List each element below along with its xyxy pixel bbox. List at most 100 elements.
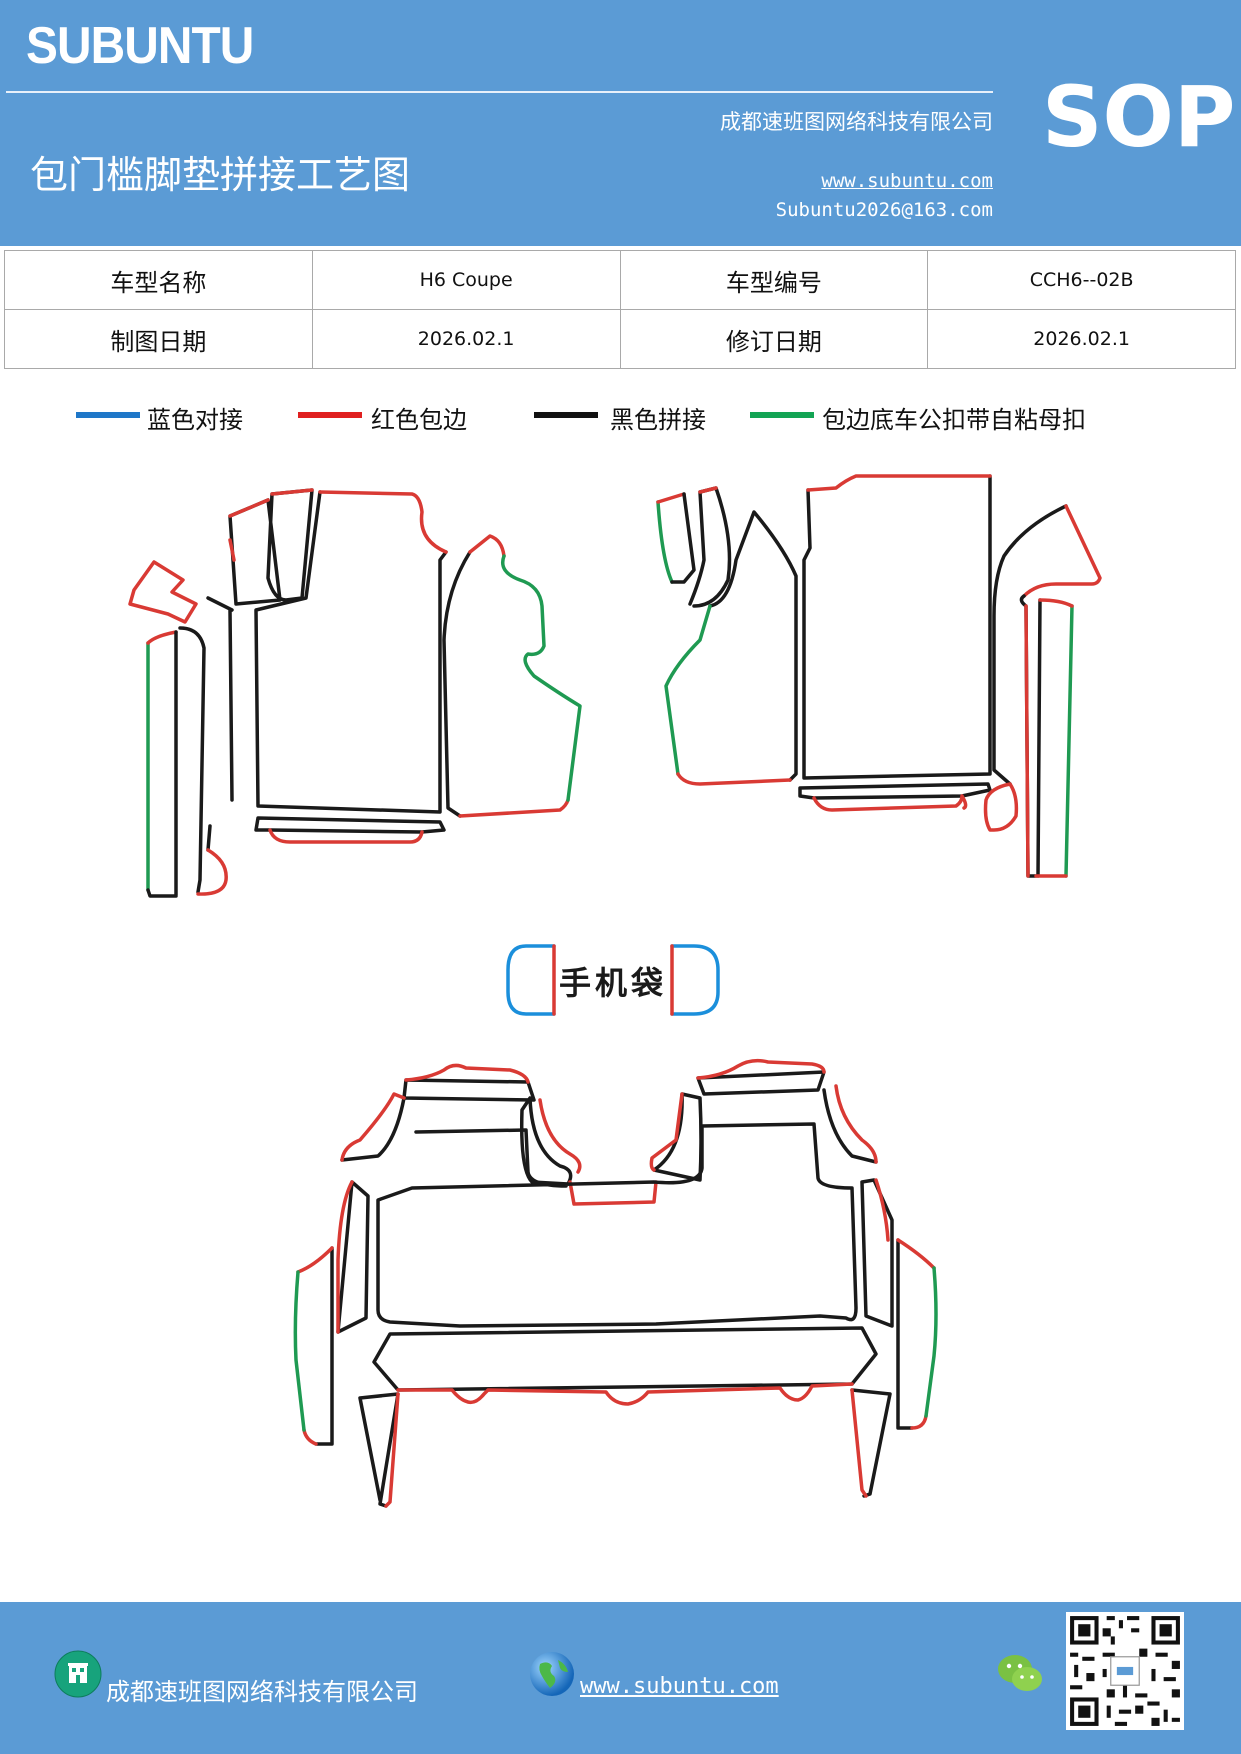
qr-code-pattern — [1066, 1612, 1184, 1730]
header-email: Subuntu2026@163.com — [775, 199, 993, 221]
rear-far-right-wing — [896, 1238, 914, 1430]
fr-right-flap — [992, 504, 1068, 786]
fl-bottom-strip-red — [268, 828, 424, 844]
rear-center-tunnel-red — [568, 1180, 658, 1206]
rear-left-upper-side — [340, 1096, 406, 1162]
rear-bottom-right-tab-red — [850, 1388, 868, 1498]
rear-top-left-cap — [402, 1078, 536, 1102]
header-company: 成都速班图网络科技有限公司 — [720, 110, 993, 134]
fr-passenger-mat — [802, 474, 992, 780]
legend-label-green: 包边底车公扣带自粘母扣 — [822, 406, 1086, 434]
rear-far-left-wing-green — [293, 1270, 306, 1432]
fr-small-piece-1-black — [670, 492, 696, 584]
rear-bottom-front-strip-red — [396, 1382, 854, 1406]
fl-driver-mat — [254, 490, 448, 814]
rear-mats — [293, 1058, 938, 1508]
fr-right-strip-green — [1064, 604, 1074, 878]
header-divider — [6, 91, 993, 93]
rear-bottom-left-tab — [358, 1392, 400, 1508]
floor-mat-diagram: 手机袋 — [128, 474, 1102, 1508]
rear-left-bolster — [519, 1096, 573, 1186]
rear-left-vertical-strip — [336, 1180, 370, 1334]
fr-right-strip-red — [1024, 598, 1074, 878]
rear-left-bolster-red — [538, 1098, 582, 1174]
legend-swatch-blue — [76, 412, 140, 418]
table-row: 车型名称 H6 Coupe 车型编号 CCH6--02B — [4, 250, 1236, 310]
rear-far-right-wing-green — [924, 1266, 938, 1418]
fl-pedal-pieces — [228, 488, 314, 606]
draw-date-label: 制图日期 — [4, 309, 313, 369]
fr-left-mat-green — [664, 604, 712, 776]
rear-right-vertical-strip — [860, 1178, 894, 1328]
fl-pedal-red — [228, 488, 314, 562]
rear-right-upper-side — [822, 1088, 878, 1164]
fr-small-piece-1-red — [656, 492, 686, 504]
brand-logo: SUBUNTU — [26, 17, 254, 75]
rear-far-left-wing — [314, 1246, 334, 1446]
fl-bottom-strip — [254, 816, 446, 834]
fl-side-flap — [128, 560, 198, 624]
fl-long-strip — [146, 630, 178, 898]
rear-far-right-wing-red — [896, 1238, 936, 1430]
rear-left-vertical-strip-red — [336, 1180, 354, 1334]
fl-right-mat — [442, 550, 472, 818]
legend-swatch-green — [750, 412, 814, 418]
legend-swatch-black — [534, 412, 598, 418]
rear-main-mat — [376, 1122, 858, 1328]
model-code-label: 车型编号 — [619, 250, 929, 310]
rear-right-bolster-red — [649, 1092, 684, 1172]
fl-right-mat-green — [501, 554, 582, 802]
footer-website-link[interactable]: www.subuntu.com — [580, 1674, 779, 1699]
rear-right-bolster — [652, 1092, 703, 1182]
wechat-icon — [998, 1655, 1042, 1691]
fr-small-piece-1 — [656, 500, 674, 584]
globe-icon — [530, 1652, 574, 1696]
front-right-mats — [656, 474, 1102, 878]
fl-inner-strip — [178, 626, 212, 894]
rear-bottom-front-strip — [372, 1326, 878, 1392]
model-name-value: H6 Coupe — [311, 250, 621, 310]
phone-pocket-label: 手机袋 — [559, 964, 667, 1002]
header-banner: SUBUNTU 成都速班图网络科技有限公司 包门槛脚垫拼接工艺图 www.sub… — [0, 0, 1241, 246]
fl-inner-strip-red — [196, 848, 228, 896]
rear-top-right-cap — [696, 1070, 826, 1096]
phone-pocket-left-blue — [506, 944, 556, 1016]
rear-top-left-cap-red — [404, 1063, 530, 1084]
fr-left-mat — [708, 510, 798, 782]
rear-right-vertical-strip-red — [874, 1178, 890, 1242]
fr-right-strip — [1019, 594, 1042, 878]
rear-left-upper-side-red — [340, 1092, 406, 1162]
front-left-mats — [128, 488, 582, 898]
info-table: 车型名称 H6 Coupe 车型编号 CCH6--02B 制图日期 2026.0… — [4, 250, 1236, 369]
fl-connector — [206, 596, 234, 802]
revise-date-label: 修订日期 — [619, 309, 929, 369]
qr-code-icon — [1066, 1612, 1184, 1730]
legend-label-black: 黑色拼接 — [610, 406, 706, 434]
page-title: 包门槛脚垫拼接工艺图 — [30, 153, 411, 197]
fr-small-piece-2 — [688, 486, 732, 608]
table-row: 制图日期 2026.02.1 修订日期 2026.02.1 — [4, 309, 1236, 369]
fl-long-strip-red-top — [146, 630, 178, 645]
phone-pocket-right-blue — [670, 944, 720, 1016]
legend-swatch-red — [298, 412, 362, 418]
fr-bottom-strip-red — [812, 794, 968, 812]
footer-banner: 成都速班图网络科技有限公司 www.subuntu.com — [0, 1602, 1241, 1754]
header-website-link[interactable]: www.subuntu.com — [821, 170, 993, 192]
model-name-label: 车型名称 — [4, 250, 313, 310]
fr-left-mat-red — [676, 772, 792, 786]
rear-bottom-left-tab-red — [384, 1392, 400, 1508]
phone-pocket — [506, 944, 720, 1016]
model-code-value: CCH6--02B — [927, 250, 1236, 310]
draw-date-value: 2026.02.1 — [311, 309, 621, 369]
fr-passenger-mat-red — [806, 474, 992, 492]
legend: 蓝色对接 红色包边 黑色拼接 包边底车公扣带自粘母扣 — [0, 400, 1241, 440]
rear-top-right-cap-red — [696, 1058, 826, 1080]
sop-badge: SOP — [1042, 68, 1236, 166]
fr-small-piece-2-red — [698, 486, 718, 494]
legend-label-red: 红色包边 — [371, 406, 467, 434]
building-icon — [54, 1650, 102, 1698]
revise-date-value: 2026.02.1 — [927, 309, 1236, 369]
fl-driver-mat-red — [318, 490, 448, 554]
rear-right-upper-side-red — [834, 1084, 878, 1164]
fr-right-flap-red — [983, 504, 1102, 832]
